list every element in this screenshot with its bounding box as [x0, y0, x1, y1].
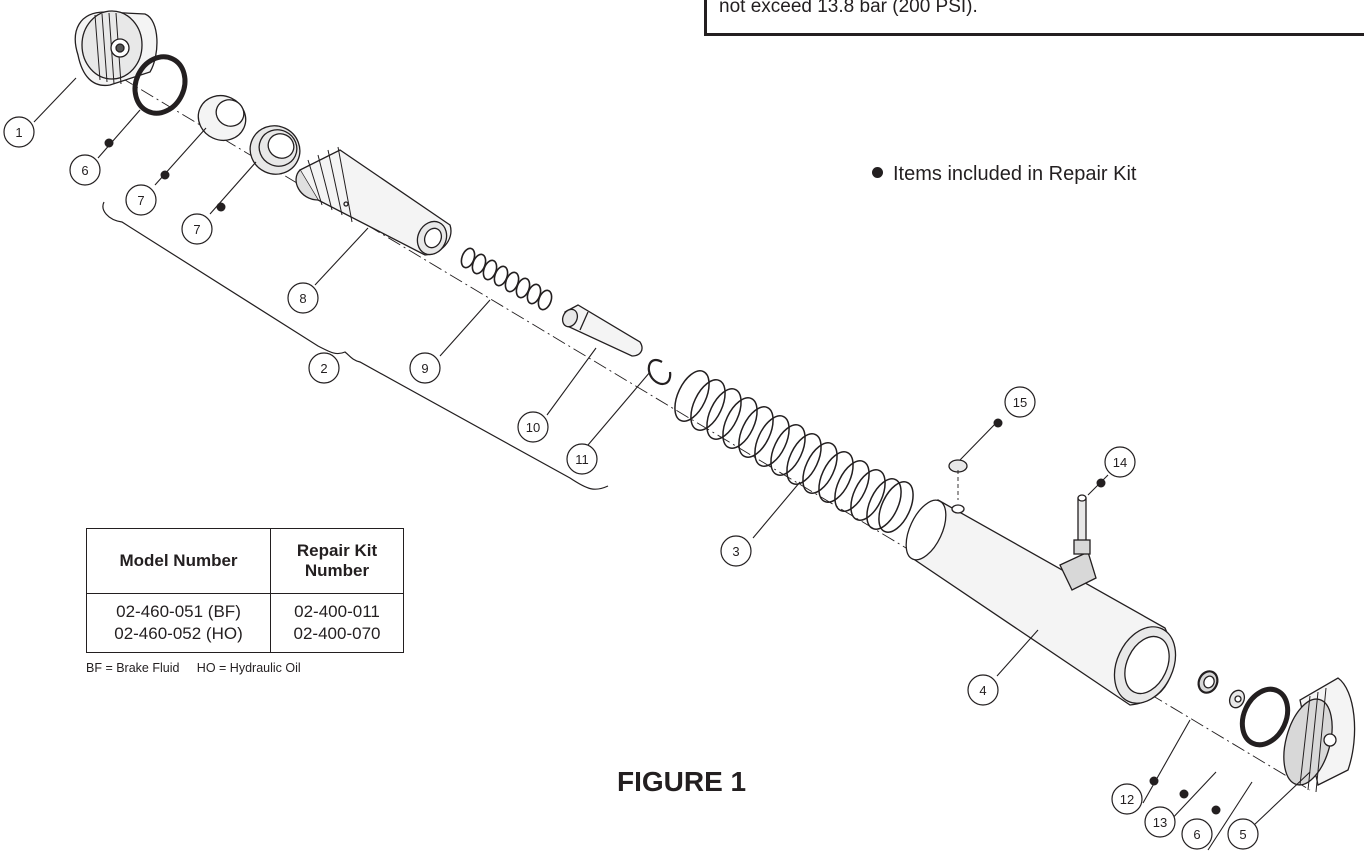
pressure-note-text: not exceed 13.8 bar (200 PSI). — [719, 0, 978, 17]
svg-text:12: 12 — [1120, 792, 1134, 807]
repair-kit-markers — [104, 138, 1221, 815]
part-end-cap-right — [1283, 677, 1356, 793]
svg-text:8: 8 — [299, 291, 306, 306]
part-large-spring — [674, 370, 914, 533]
table-footnote: BF = Brake Fluid HO = Hydraulic Oil — [86, 661, 301, 675]
model-number: 02-460-052 (HO) — [114, 624, 243, 643]
table-row: 02-460-051 (BF) 02-460-052 (HO) 02-400-0… — [86, 593, 404, 653]
callout-13: 13 — [1144, 806, 1176, 838]
svg-text:7: 7 — [193, 222, 200, 237]
part-seal-washer-b — [249, 125, 301, 175]
part-screw — [948, 459, 968, 500]
callout-balloons: 1 6 7 7 8 2 9 10 11 15 14 3 4 12 13 6 5 — [3, 116, 1259, 850]
callout-10: 10 — [517, 411, 549, 443]
callout-14: 14 — [1104, 446, 1136, 478]
part-o-ring-right — [1239, 686, 1291, 748]
svg-text:11: 11 — [575, 452, 589, 467]
callout-11: 11 — [566, 443, 598, 475]
column-header-model: Model Number — [86, 528, 271, 594]
svg-text:10: 10 — [526, 420, 540, 435]
svg-text:1: 1 — [15, 125, 22, 140]
part-small-washer — [1228, 689, 1246, 709]
callout-5: 5 — [1227, 818, 1259, 850]
svg-text:13: 13 — [1153, 815, 1167, 830]
pressure-note-box: not exceed 13.8 bar (200 PSI). — [704, 0, 1364, 36]
part-plunger — [561, 304, 643, 357]
repair-kit-table: Model Number Repair Kit Number 02-460-05… — [86, 528, 404, 653]
callout-8: 8 — [287, 282, 319, 314]
callout-4: 4 — [967, 674, 999, 706]
column-header-repair-kit: Repair Kit Number — [270, 528, 404, 594]
svg-text:5: 5 — [1239, 827, 1246, 842]
svg-text:15: 15 — [1013, 395, 1027, 410]
part-o-ring-left — [132, 54, 188, 116]
callout-6b: 6 — [1181, 818, 1213, 850]
part-snap-ring — [647, 359, 672, 386]
svg-text:6: 6 — [1193, 827, 1200, 842]
filled-circle-icon — [872, 167, 883, 178]
callout-15: 15 — [1004, 386, 1036, 418]
svg-text:2: 2 — [320, 361, 327, 376]
model-numbers-cell: 02-460-051 (BF) 02-460-052 (HO) — [86, 593, 271, 653]
svg-text:6: 6 — [81, 163, 88, 178]
repair-kit-numbers-cell: 02-400-011 02-400-070 — [270, 593, 404, 653]
figure-title: FIGURE 1 — [617, 766, 747, 797]
svg-text:7: 7 — [137, 193, 144, 208]
callout-7b: 7 — [181, 213, 213, 245]
callout-6: 6 — [69, 154, 101, 186]
leader-lines — [33, 77, 1311, 851]
part-cylinder-body — [905, 499, 1177, 706]
callout-9: 9 — [409, 352, 441, 384]
part-bleeder — [1073, 494, 1091, 555]
part-end-cap-left — [74, 10, 158, 87]
callout-7a: 7 — [125, 184, 157, 216]
legend-label: Items included in Repair Kit — [893, 163, 1137, 185]
svg-text:9: 9 — [421, 361, 428, 376]
callout-2: 2 — [308, 352, 340, 384]
svg-text:3: 3 — [732, 544, 739, 559]
callout-12: 12 — [1111, 783, 1143, 815]
callout-3: 3 — [720, 535, 752, 567]
part-piston-body — [295, 146, 452, 256]
repair-kit-number: 02-400-011 — [294, 602, 380, 621]
repair-kit-number: 02-400-070 — [293, 624, 381, 643]
part-small-spring — [460, 247, 553, 311]
repair-kit-legend: Items included in Repair Kit — [872, 163, 1136, 186]
part-seal-washer-a — [197, 94, 247, 142]
svg-text:4: 4 — [979, 683, 986, 698]
svg-text:14: 14 — [1113, 455, 1127, 470]
assembly-bracket — [102, 201, 609, 490]
part-check-seal — [1197, 670, 1219, 694]
table-header-row: Model Number Repair Kit Number — [86, 528, 404, 594]
model-number: 02-460-051 (BF) — [116, 602, 241, 621]
callout-1: 1 — [3, 116, 35, 148]
